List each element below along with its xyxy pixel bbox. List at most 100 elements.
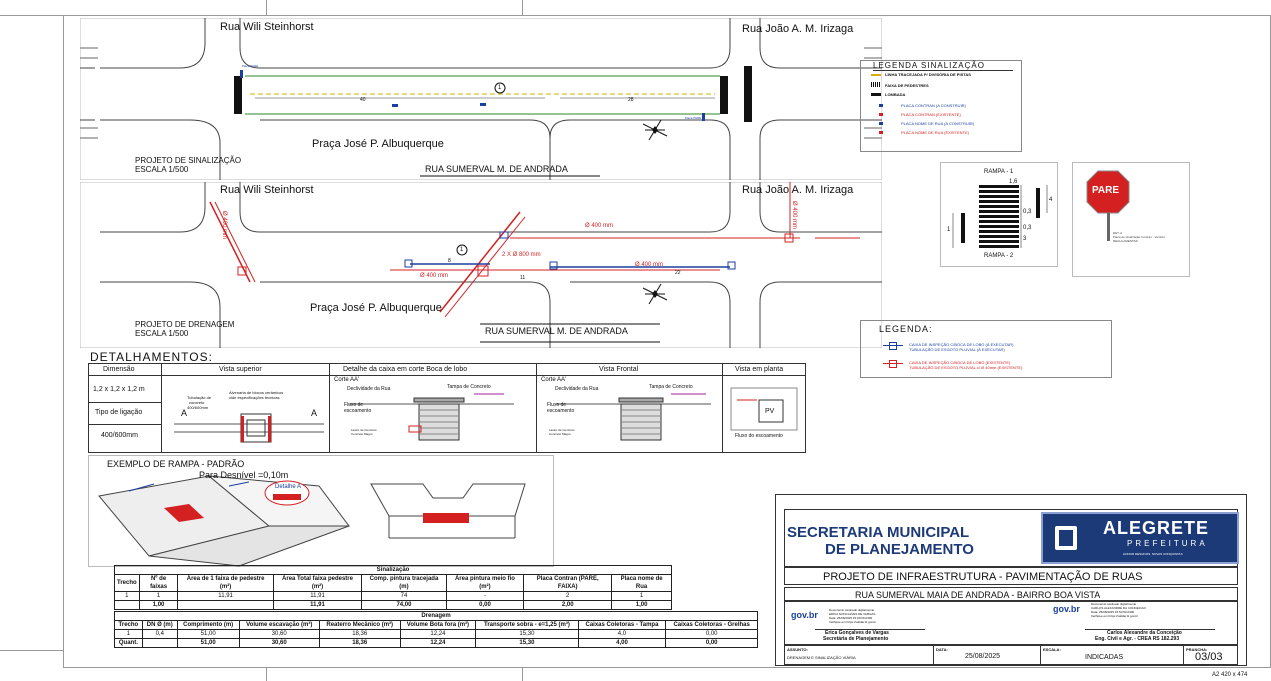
table-cell: 74,00 bbox=[361, 600, 447, 610]
row-divider bbox=[89, 402, 161, 403]
table-cell: 0,00 bbox=[665, 638, 758, 648]
marker-label: 1 bbox=[460, 247, 464, 253]
header-cell: Vista em planta bbox=[735, 366, 784, 373]
legend-item: PLACA CONTRAN (A CONSTRUIR) bbox=[901, 103, 966, 108]
vs-note: 400/600mm bbox=[187, 405, 209, 410]
pipe-label: Ø 400 mm bbox=[221, 210, 228, 240]
pare-text: PARE bbox=[1092, 185, 1120, 196]
table-row: Quant. 51,00 30,60 18,36 12,24 15,30 4,0… bbox=[114, 638, 758, 648]
col-header: Trecho bbox=[114, 574, 140, 592]
fold-line bbox=[522, 668, 523, 681]
prancha-value: 03/03 bbox=[1195, 651, 1223, 663]
sinalizacao-drawing bbox=[79, 17, 883, 181]
table-cell: 1 bbox=[114, 629, 143, 639]
col-divider bbox=[722, 364, 723, 452]
prancha-label: PRANCHA: bbox=[1186, 647, 1208, 652]
signer-1-role: Secretária de Planejamento bbox=[823, 636, 889, 642]
col-divider bbox=[329, 364, 330, 452]
fluxo-label: Fluxo de escoamento bbox=[344, 402, 372, 414]
secretaria-line-2: DE PLANEJAMENTO bbox=[825, 541, 974, 558]
rampa-label-top: RAMPA - 1 bbox=[984, 169, 1014, 175]
table-cell: 1,00 bbox=[611, 600, 672, 610]
tb-signatures: gov.br Documento assinado digitalmente E… bbox=[784, 601, 1238, 645]
col-header: Caixas Coletoras - Tampa bbox=[577, 620, 667, 630]
col-header: Placa Contran (PARE, FAIXA) bbox=[523, 574, 613, 592]
lastro-label: Lastro de Concreto Concreto Magro bbox=[549, 428, 575, 436]
detalhe-a-label: Detalhe A bbox=[275, 484, 302, 490]
table-cell: 11,91 bbox=[272, 591, 363, 601]
legend-item: TUBULAÇÃO DE ESGOTO PLUVIAL (À EXECUTAR) bbox=[909, 347, 1005, 352]
pare-drawing bbox=[1086, 170, 1130, 241]
table-cell: 2 bbox=[523, 591, 613, 601]
plan-scale: ESCALA 1/500 bbox=[135, 329, 189, 338]
table-cell bbox=[177, 600, 274, 610]
col-header: Comp. pintura tracejada (m) bbox=[361, 574, 447, 592]
brand-name: ALEGRETE bbox=[1103, 518, 1210, 538]
table-cell: 4,0 bbox=[577, 629, 667, 639]
legend-swatch bbox=[879, 131, 883, 134]
tb-rua: RUA SUMERVAL MAIA DE ANDRADA - BAIRRO BO… bbox=[784, 587, 1238, 601]
dimension-label: 40 bbox=[360, 97, 366, 103]
table-cell: 1 bbox=[611, 591, 672, 601]
col-header: Volume escavação (m³) bbox=[238, 620, 320, 630]
legend-swatch bbox=[871, 82, 881, 87]
signature-stamp-text: Documento assinado digitalmente CARLOS A… bbox=[1091, 602, 1147, 618]
table-cell: - bbox=[445, 591, 525, 601]
table-cell: 0,4 bbox=[141, 629, 178, 639]
pipe-label: Ø 400 mm bbox=[585, 223, 614, 229]
header-cell: Vista Frontal bbox=[599, 366, 639, 373]
legend-item: PLACA NOME DE RUA (A CONSTRUIR) bbox=[901, 121, 975, 126]
rampa-example-subtitle: Para Desnível =0,10m bbox=[199, 470, 289, 480]
table-cell: 15,30 bbox=[475, 638, 579, 648]
legenda-sinalizacao: LEGENDA SINALIZAÇÃO LINHA TRACEJADA P/ D… bbox=[860, 60, 1022, 152]
legend-swatch bbox=[879, 122, 883, 125]
square-label: Praça José P. Albuquerque bbox=[312, 138, 444, 150]
table-row: 1 0,4 51,00 30,60 18,36 12,24 15,30 4,0 … bbox=[114, 629, 758, 639]
fold-line bbox=[522, 0, 523, 15]
legend-item: CAIXA DE INSPEÇÃO C/BOCA DE LOBO (À EXEC… bbox=[909, 342, 1014, 347]
table-cell bbox=[141, 638, 178, 648]
legend-swatch bbox=[871, 93, 881, 96]
dimension-label: 8 bbox=[448, 258, 451, 264]
plan-scale: ESCALA 1/500 bbox=[135, 165, 189, 174]
street-right-label: Rua João A. M. Irizaga bbox=[742, 184, 854, 196]
coat-of-arms-icon bbox=[1055, 526, 1077, 550]
lastro-label: Lastro de Concreto Concreto Magro bbox=[351, 428, 377, 436]
sign-tag: Placa PARE bbox=[242, 64, 259, 68]
legend-item: LINHA TRACEJADA P/ DIVISÓRIA DE PISTAS bbox=[885, 72, 971, 77]
legend-item: CAIXA DE INSPEÇÃO C/BOCA DE LOBO (EXISTE… bbox=[909, 360, 1011, 365]
vs-note: vide especificações técnicas bbox=[229, 395, 280, 400]
secretaria-line-1: SECRETARIA MUNICIPAL bbox=[787, 524, 970, 541]
brand-tag: HONOR DESAFIOS, NOVAS CONQUISTAS bbox=[1123, 552, 1183, 556]
rampa-dim: 1 bbox=[947, 227, 951, 233]
street-left-label: Rua Wili Steinhorst bbox=[220, 184, 314, 196]
rampa-detail: RAMPA - 1 RAMPA - 2 1,6 0,3 0,3 3 4 1 bbox=[940, 162, 1058, 267]
rampa-dim: 3 bbox=[1023, 236, 1027, 242]
exemplo-rampa: EXEMPLO DE RAMPA - PADRÃO Para Desnível … bbox=[88, 455, 554, 567]
vs-note: Alvenaria de blocos cerâmicos bbox=[229, 390, 284, 395]
signature-line bbox=[815, 629, 925, 630]
tampa-label: Tampa de Concreto bbox=[447, 384, 491, 390]
table-cell: 51,00 bbox=[176, 629, 240, 639]
col-header: Área Total faixa pedestre (m²) bbox=[272, 574, 363, 592]
street-right-label: Rua João A. M. Irizaga bbox=[742, 23, 854, 35]
drenagem-plan: Rua Wili Steinhorst Rua João A. M. Iriza… bbox=[79, 181, 883, 349]
square-label: Praça José P. Albuquerque bbox=[310, 302, 442, 314]
signer-2-name: Carlos Alexandre da Conceição bbox=[1107, 630, 1182, 636]
escala-value: INDICADAS bbox=[1085, 654, 1124, 661]
row-divider bbox=[89, 375, 805, 376]
table-cell: 1,00 bbox=[138, 600, 179, 610]
col-header: Caixas Coletoras - Grelhas bbox=[665, 620, 758, 630]
table-cell: 11,91 bbox=[177, 591, 274, 601]
legenda-drenagem: LEGENDA: CAIXA DE INSPEÇÃO C/BOCA DE LOB… bbox=[860, 320, 1112, 378]
col-header: Reaterro Mecânico (m³) bbox=[318, 620, 401, 630]
table-cell: 74 bbox=[361, 591, 447, 601]
legend-underline bbox=[873, 70, 1013, 71]
header-cell: Dimensão bbox=[103, 366, 135, 373]
sinalizacao-table: Sinalização Trecho Nº de faixas Área de … bbox=[114, 565, 672, 610]
table-cell: 18,36 bbox=[318, 629, 401, 639]
vista-superior-drawing bbox=[174, 413, 324, 443]
projeto-title: PROJETO DE INFRAESTRUTURA - PAVIMENTAÇÃO… bbox=[823, 571, 1143, 583]
fluxo-label: Fluxo de escoamento bbox=[547, 402, 575, 414]
header-cell: Detalhe da caixa em corte Boca de lobo bbox=[343, 366, 468, 373]
